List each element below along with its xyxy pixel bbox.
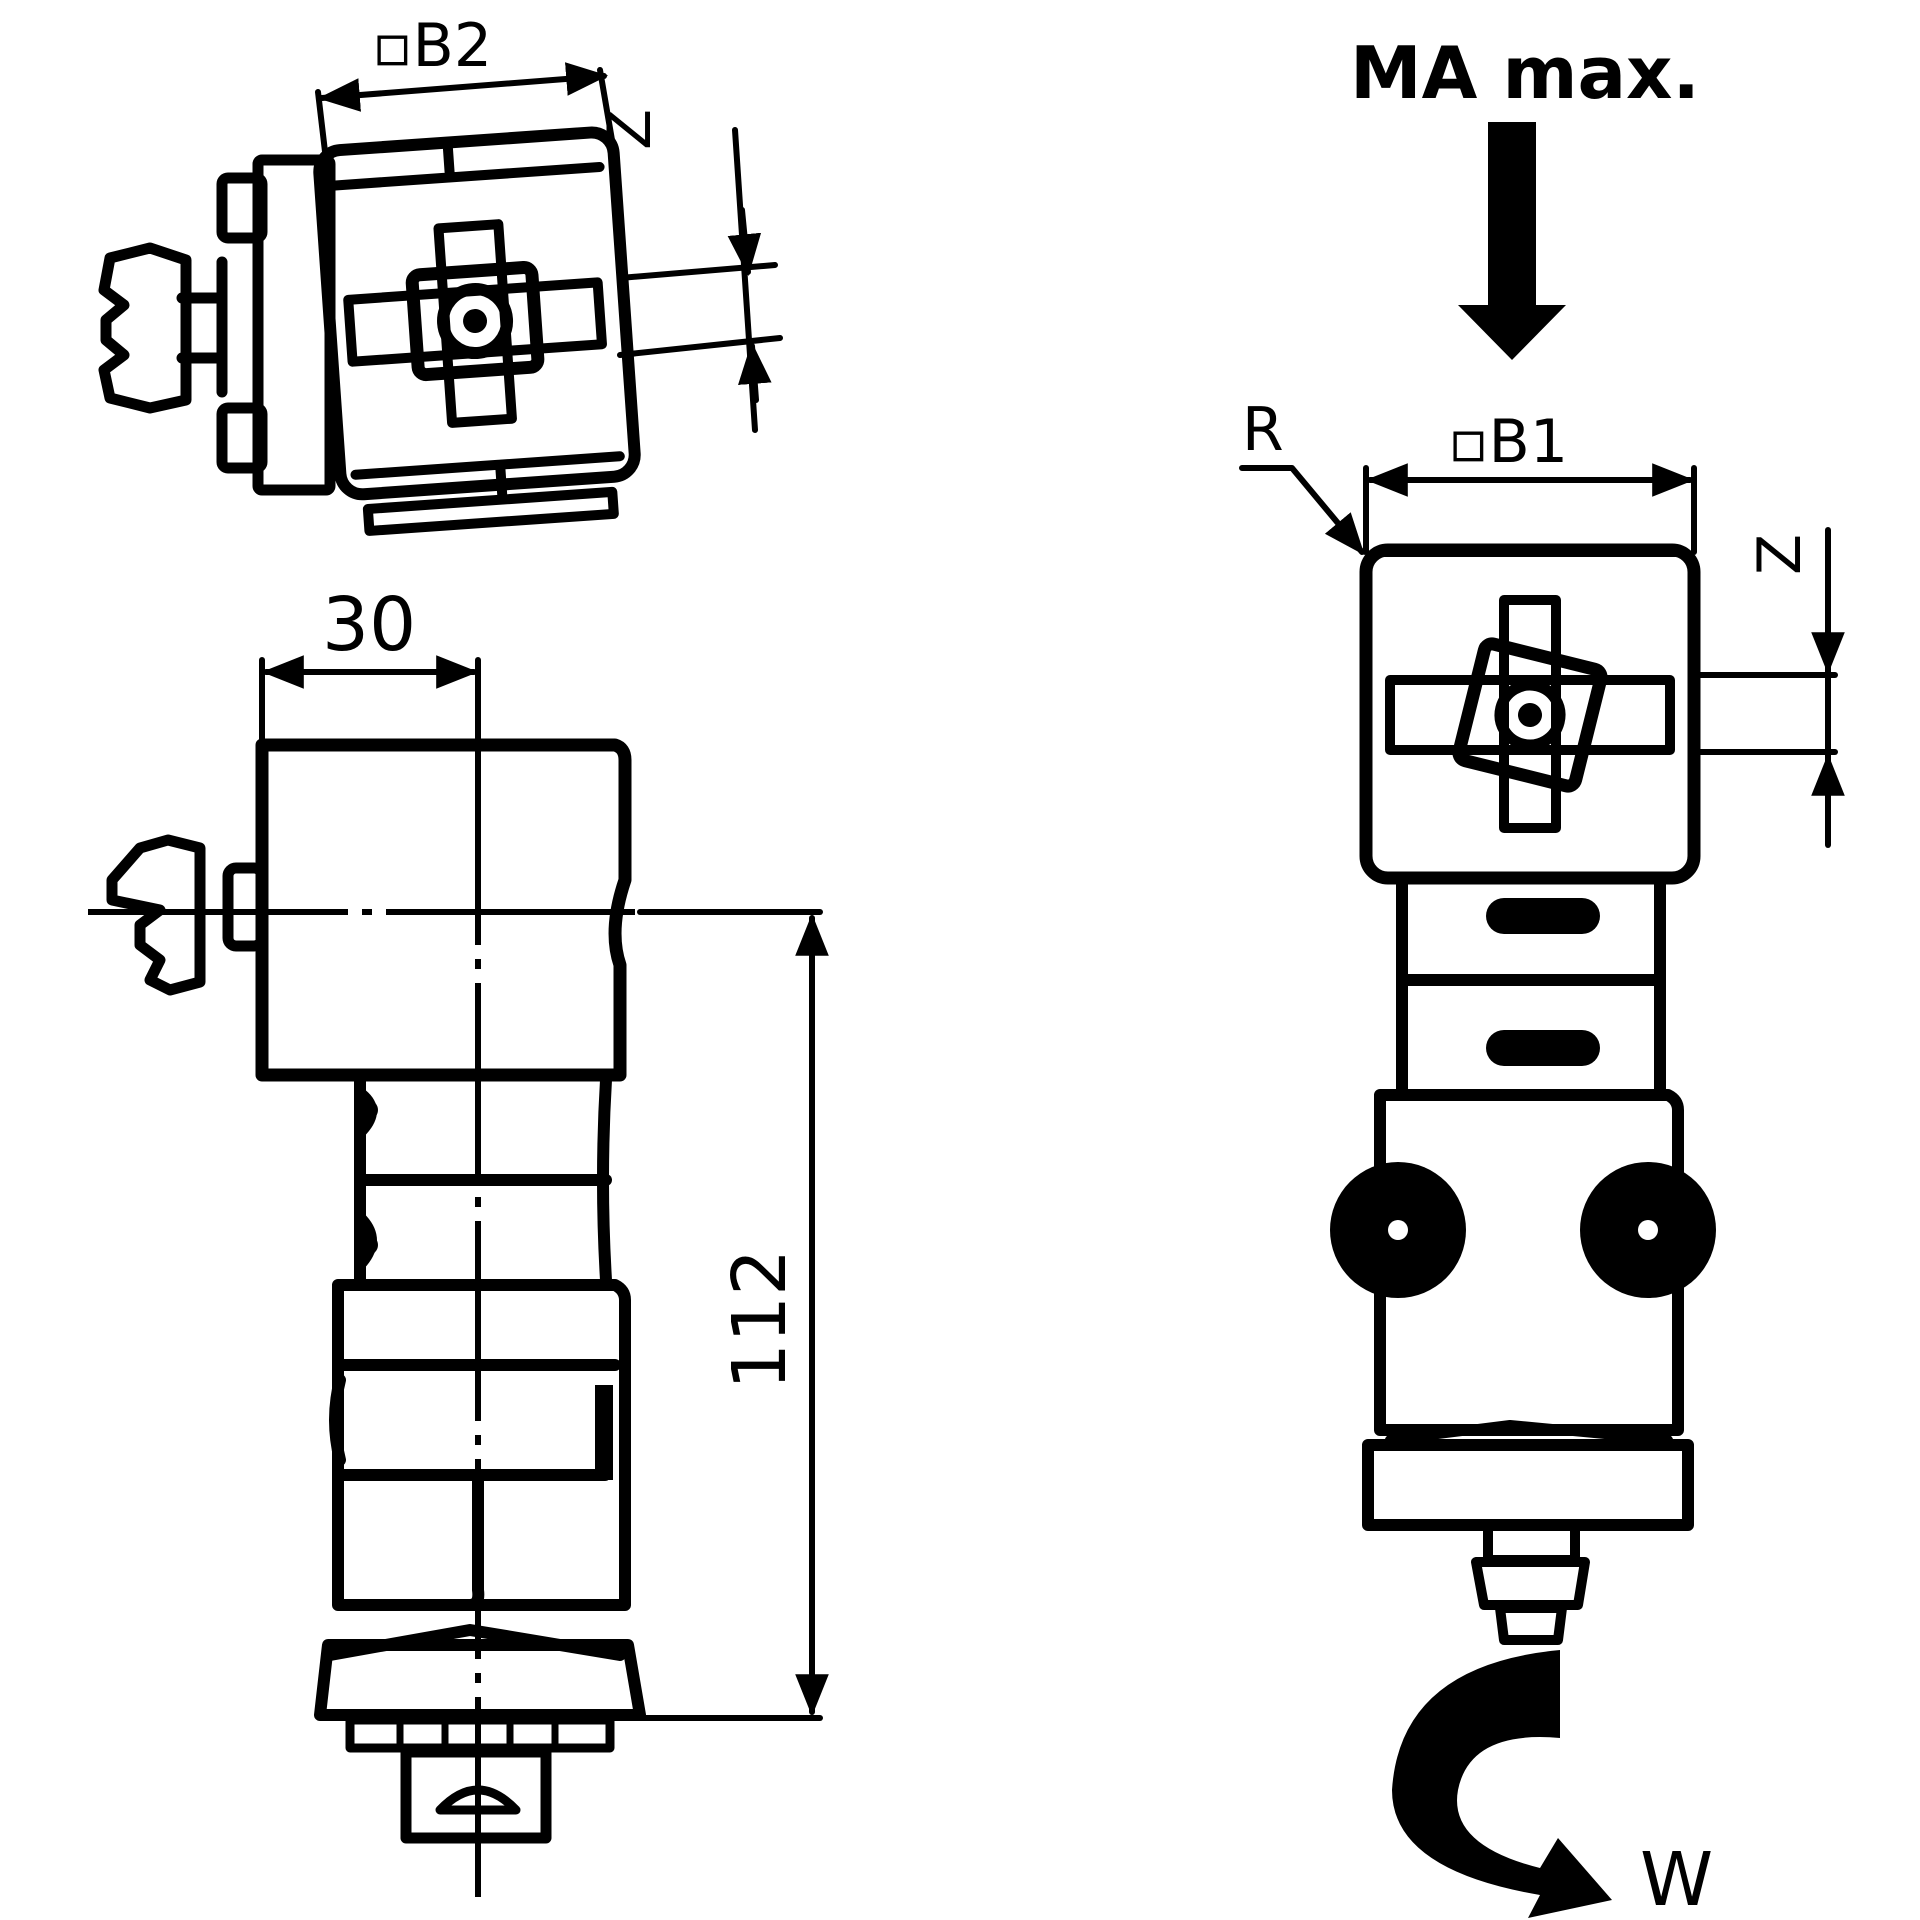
front-view-right: MA max. R ▫B1: [1239, 31, 1845, 1920]
label-ma-max: MA max.: [1350, 31, 1700, 115]
side-clamp-top: [98, 154, 336, 496]
front-mid-body: [1396, 874, 1666, 1096]
side-base: [314, 1624, 646, 1844]
force-arrow-icon: [1458, 122, 1566, 360]
label-square-b2: ▫B2: [372, 11, 492, 81]
dimension-z-top: [617, 127, 783, 433]
label-w: W: [1640, 1837, 1713, 1920]
dimension-b2: [315, 62, 615, 163]
dimension-b1: [1363, 463, 1697, 555]
front-head: [1359, 543, 1701, 885]
label-z-top: Z: [595, 109, 665, 150]
dimension-112: [637, 909, 829, 1721]
rotation-arrow-icon: [1392, 1650, 1612, 1918]
label-dim-112: 112: [717, 1249, 803, 1390]
side-clamp-side: [106, 834, 268, 996]
side-mid-body: [354, 1074, 612, 1286]
label-dim-30: 30: [322, 582, 416, 668]
r-leader: [1239, 465, 1365, 556]
label-r: R: [1242, 395, 1284, 465]
side-view-left: 30: [88, 582, 829, 1905]
rotated-body-top: [313, 126, 641, 536]
label-square-b1: ▫B1: [1448, 407, 1568, 477]
dimension-z-right: [1691, 527, 1845, 848]
dimension-30: [259, 655, 481, 748]
side-lower-body: [329, 1279, 631, 1611]
label-z-right: Z: [1745, 534, 1815, 575]
side-head-block: [255, 738, 632, 1082]
front-lower-body: [1330, 1089, 1716, 1645]
top-view-left: ▫B2 Z: [98, 11, 783, 536]
